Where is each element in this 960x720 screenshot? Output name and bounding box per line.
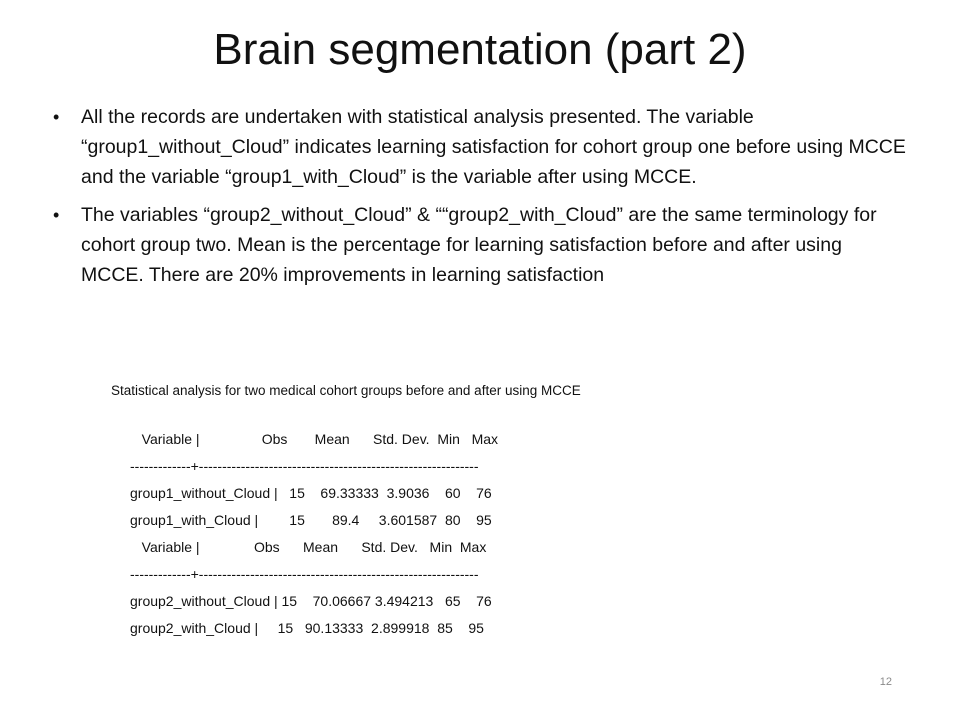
bullet-text: The variables “group2_without_Cloud” & “… (81, 204, 877, 286)
stats-line-text: group2_with_Cloud | 15 90.13333 2.899918… (130, 620, 484, 636)
page-number: 12 (879, 676, 892, 688)
stats-line-text: -------------+--------------------------… (130, 566, 479, 582)
bullet-item: • All the records are undertaken with st… (50, 102, 910, 192)
stats-header-line: Variable | Obs Mean Std. Dev. Min Max (130, 536, 498, 563)
stats-line-text: group1_without_Cloud | 15 69.33333 3.903… (130, 485, 492, 501)
stats-caption: Statistical analysis for two medical coh… (111, 383, 581, 398)
stats-line-text: group1_with_Cloud | 15 89.4 3.601587 80 … (130, 512, 492, 528)
stats-separator-line: -------------+--------------------------… (130, 563, 498, 590)
bullet-list: • All the records are undertaken with st… (50, 102, 910, 298)
stats-output: Variable | Obs Mean Std. Dev. Min Max --… (130, 428, 498, 644)
stats-line-text: group2_without_Cloud | 15 70.06667 3.494… (130, 593, 492, 609)
stats-row: group1_with_Cloud | 15 89.4 3.601587 80 … (130, 509, 498, 536)
stats-separator-line: -------------+--------------------------… (130, 455, 498, 482)
bullet-item: • The variables “group2_without_Cloud” &… (50, 200, 910, 290)
stats-header-line: Variable | Obs Mean Std. Dev. Min Max (130, 428, 498, 455)
bullet-dot-icon: • (53, 107, 60, 127)
bullet-text: All the records are undertaken with stat… (81, 106, 906, 188)
stats-row: group2_without_Cloud | 15 70.06667 3.494… (130, 590, 498, 617)
stats-line-text: -------------+--------------------------… (130, 458, 479, 474)
stats-line-text: Variable | Obs Mean Std. Dev. Min Max (130, 539, 487, 555)
stats-line-text: Variable | Obs Mean Std. Dev. Min Max (130, 431, 499, 447)
stats-row: group1_without_Cloud | 15 69.33333 3.903… (130, 482, 498, 509)
bullet-dot-icon: • (53, 205, 60, 225)
stats-row: group2_with_Cloud | 15 90.13333 2.899918… (130, 617, 498, 644)
slide-title: Brain segmentation (part 2) (213, 25, 747, 74)
